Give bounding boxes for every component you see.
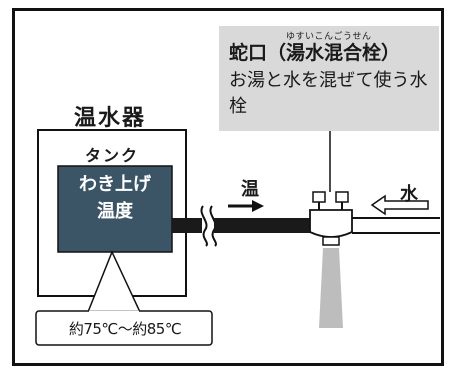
- boil-temp-label-line1: わき上げ: [79, 174, 151, 195]
- faucet-ruby: ゆすいこんごうせん: [286, 32, 372, 42]
- hot-pipe-segment-2: [214, 218, 314, 233]
- left-arrow-icon: [370, 194, 429, 216]
- faucet-title: 蛇口（湯水混合栓）: [229, 42, 401, 64]
- hot-water-label: 温: [241, 179, 259, 200]
- tank-label: タンク: [85, 146, 140, 165]
- faucet-description: お湯と水を混ぜて使う水栓: [229, 70, 428, 117]
- tank-box: [57, 165, 173, 253]
- temp-range-label: 約75℃～約85℃: [68, 320, 182, 338]
- cold-pipe: [352, 217, 440, 234]
- pipe-break-icon: [200, 205, 217, 247]
- right-arrow-icon: [228, 200, 264, 212]
- faucet-icon: [309, 191, 353, 328]
- boil-temp-label-line2: 温度: [97, 201, 133, 222]
- water-heater-title: 温水器: [74, 106, 147, 131]
- cold-water-label: 水: [400, 184, 418, 205]
- hot-pipe-segment-1: [172, 218, 202, 233]
- faucet-label-box: [219, 26, 439, 131]
- water-stream: [319, 248, 343, 328]
